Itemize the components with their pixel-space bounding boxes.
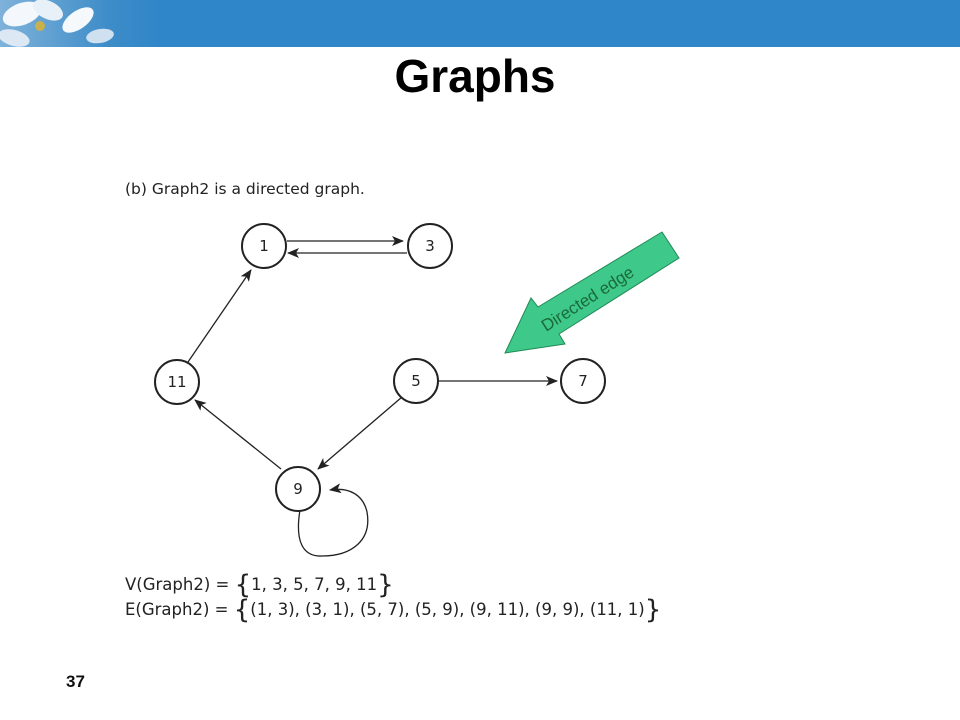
edge-set-prefix: E(Graph2) = — [125, 600, 234, 619]
flower-decoration-icon — [0, 0, 114, 47]
svg-text:3: 3 — [425, 237, 435, 255]
edge-5-9 — [317, 396, 403, 470]
close-brace: } — [644, 595, 662, 625]
top-banner — [0, 0, 960, 47]
figure-caption: (b) Graph2 is a directed graph. — [125, 180, 365, 198]
edge-9-11 — [194, 399, 282, 470]
edge-set-content: (1, 3), (3, 1), (5, 7), (5, 9), (9, 11),… — [250, 600, 645, 619]
vertex-set: V(Graph2) = {1, 3, 5, 7, 9, 11} — [125, 570, 394, 600]
directed-edge-callout: Directed edge — [504, 231, 680, 354]
vertex-set-prefix: V(Graph2) = — [125, 575, 235, 594]
svg-text:1: 1 — [259, 237, 269, 255]
svg-text:11: 11 — [167, 373, 186, 391]
node-7: 7 — [560, 358, 606, 404]
svg-text:9: 9 — [293, 480, 303, 498]
node-5: 5 — [393, 358, 439, 404]
page-number: 37 — [66, 672, 85, 691]
node-3: 3 — [407, 223, 453, 269]
edge-set: E(Graph2) = {(1, 3), (3, 1), (5, 7), (5,… — [125, 595, 661, 625]
node-11: 11 — [154, 359, 200, 405]
node-9: 9 — [275, 466, 321, 512]
edge-11-1 — [187, 269, 252, 363]
edge-9-9 — [297, 483, 369, 557]
svg-text:5: 5 — [411, 372, 421, 390]
open-brace: { — [234, 570, 252, 600]
node-1: 1 — [241, 223, 287, 269]
vertex-set-content: 1, 3, 5, 7, 9, 11 — [251, 575, 378, 594]
close-brace: } — [377, 570, 394, 600]
svg-text:7: 7 — [578, 372, 588, 390]
open-brace: { — [233, 595, 251, 625]
callout-arrow-icon — [504, 231, 680, 354]
slide-title: Graphs — [394, 50, 556, 102]
